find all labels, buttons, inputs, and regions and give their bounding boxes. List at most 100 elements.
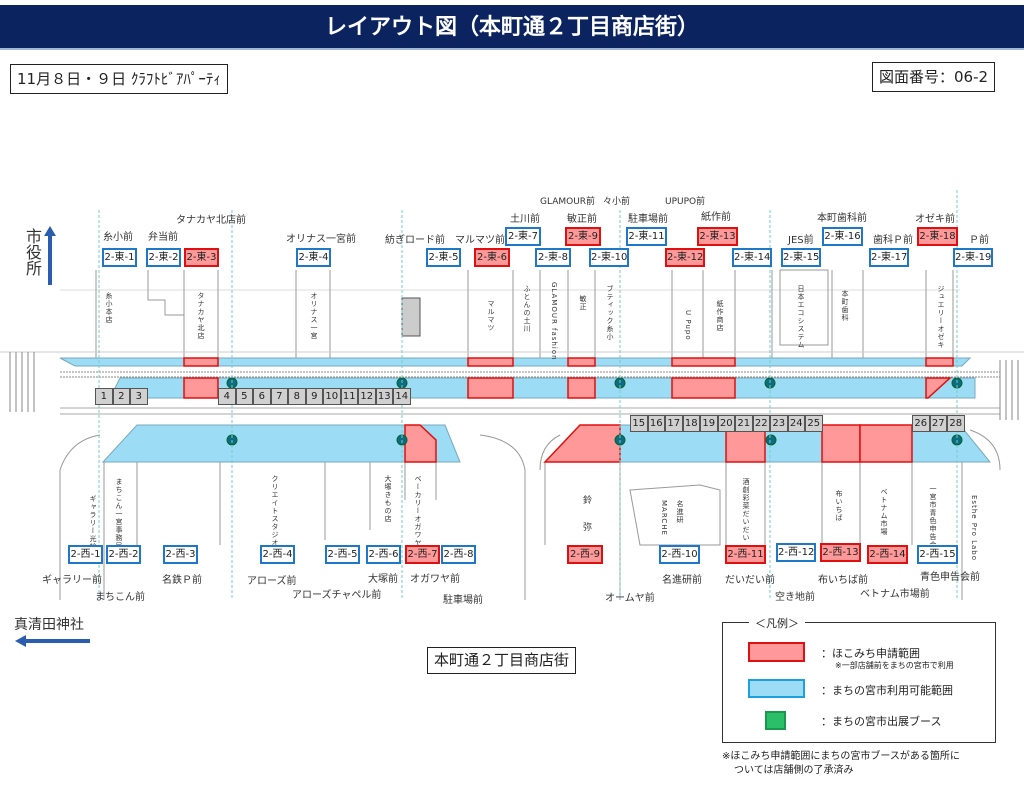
east-zone-7[interactable]: 2-東-7 bbox=[505, 227, 541, 246]
east-zone-12[interactable]: 2-東-12 bbox=[665, 248, 705, 267]
stall-15: 15 bbox=[630, 415, 648, 432]
west-zone-11[interactable]: 2-西-11 bbox=[725, 545, 766, 564]
page-title: レイアウト図（本町通２丁目商店街） bbox=[0, 5, 1024, 50]
building-label: 敏正 bbox=[579, 295, 587, 311]
east-zone-11[interactable]: 2-東-11 bbox=[626, 227, 667, 246]
east-zone-4[interactable]: 2-東-4 bbox=[296, 248, 331, 267]
building-label: 本町歯科 bbox=[841, 290, 849, 322]
east-zone-6[interactable]: 2-東-6 bbox=[474, 248, 510, 267]
shop-name: タナカヤ北店前 bbox=[176, 215, 246, 226]
stall-6: 6 bbox=[253, 388, 271, 405]
shop-name: 青色申告会前 bbox=[920, 572, 980, 583]
shop-name: JES前 bbox=[788, 235, 814, 246]
building-label: オリナス一宮 bbox=[310, 292, 318, 340]
building-label: 日本エコシステム bbox=[797, 285, 805, 349]
shop-name: まちこん前 bbox=[95, 592, 145, 603]
stall-17: 17 bbox=[665, 415, 683, 432]
shop-name: アローズ前 bbox=[247, 576, 297, 587]
shrine-label: 真清田神社 bbox=[14, 617, 84, 633]
east-zone-16[interactable]: 2-東-16 bbox=[822, 227, 863, 246]
east-zone-5[interactable]: 2-東-5 bbox=[426, 248, 461, 267]
shop-name: 名進研前 bbox=[662, 575, 702, 586]
west-zone-6[interactable]: 2-西-6 bbox=[366, 545, 401, 564]
east-zone-2[interactable]: 2-東-2 bbox=[146, 248, 181, 267]
shop-name: 糸小前 bbox=[103, 232, 133, 243]
west-zone-7[interactable]: 2-西-7 bbox=[405, 545, 440, 564]
east-zone-1[interactable]: 2-東-1 bbox=[102, 248, 137, 267]
shop-name: ベトナム市場前 bbox=[860, 589, 930, 600]
shop-name: 大塚前 bbox=[368, 574, 398, 585]
legend-red-note: ※一部店舗前をまちの宮市で利用 bbox=[835, 661, 954, 670]
west-zone-2[interactable]: 2-西-2 bbox=[106, 545, 141, 564]
legend-red-label: ：ほこみち申請範囲 bbox=[821, 647, 920, 660]
west-zone-5[interactable]: 2-西-5 bbox=[325, 545, 360, 564]
west-zone-10[interactable]: 2-西-10 bbox=[659, 545, 700, 564]
west-zone-13[interactable]: 2-西-13 bbox=[820, 543, 861, 562]
east-zone-18[interactable]: 2-東-18 bbox=[917, 227, 958, 246]
stall-25: 25 bbox=[805, 415, 823, 432]
shop-name: 駐車場前 bbox=[628, 214, 668, 225]
legend-green-label: ：まちの宮市出展ブース bbox=[821, 715, 942, 728]
east-zone-3[interactable]: 2-東-3 bbox=[184, 248, 219, 267]
east-zone-15[interactable]: 2-東-15 bbox=[781, 248, 821, 267]
date-label: 11月８日・９日 ｸﾗﾌﾄﾋﾞｱﾊﾟｰﾃｨ bbox=[10, 64, 228, 94]
shop-name: 敏正前 bbox=[567, 214, 597, 225]
shop-name: 空き地前 bbox=[775, 592, 815, 603]
stall-22: 22 bbox=[752, 415, 770, 432]
shop-name: 々小前 bbox=[603, 197, 631, 207]
stall-28: 28 bbox=[947, 415, 965, 432]
east-zone-10[interactable]: 2-東-10 bbox=[589, 248, 629, 267]
east-zone-14[interactable]: 2-東-14 bbox=[732, 248, 772, 267]
shop-name: マルマツ前 bbox=[455, 235, 505, 246]
building-label: ギャラリー光輪 bbox=[89, 495, 97, 551]
west-zone-1[interactable]: 2-西-1 bbox=[68, 545, 103, 564]
red-area bbox=[183, 357, 954, 463]
shop-name: 名鉄Ｐ前 bbox=[162, 575, 202, 586]
east-zone-19[interactable]: 2-東-19 bbox=[953, 248, 993, 267]
east-zone-17[interactable]: 2-東-17 bbox=[869, 248, 909, 267]
stall-4: 4 bbox=[218, 388, 236, 405]
building-label: クリエイトスタジオ bbox=[271, 475, 279, 547]
stall-2: 2 bbox=[112, 388, 130, 405]
shop-name: UPUPO前 bbox=[665, 197, 706, 207]
stall-27: 27 bbox=[929, 415, 947, 432]
building-label: 鈴弥 bbox=[581, 495, 591, 549]
west-zone-14[interactable]: 2-西-14 bbox=[867, 545, 908, 564]
building-label: まちこん一宮事務局 bbox=[115, 478, 123, 550]
shop-name: オームヤ前 bbox=[605, 593, 655, 604]
shop-name: オガワヤ前 bbox=[410, 574, 460, 585]
building-label: MARCHE bbox=[660, 500, 668, 536]
stall-24: 24 bbox=[787, 415, 805, 432]
shop-name: オゼキ前 bbox=[915, 214, 955, 225]
stall-21: 21 bbox=[735, 415, 753, 432]
stall-11: 11 bbox=[340, 388, 358, 405]
east-zone-9[interactable]: 2-東-9 bbox=[565, 227, 601, 246]
footnote: ※ほこみち申請範囲にまちの宮市ブースがある箇所に bbox=[722, 751, 960, 762]
shop-name: ギャラリー前 bbox=[42, 575, 102, 586]
city-hall-label: 市役所 bbox=[23, 228, 42, 276]
stall-19: 19 bbox=[700, 415, 718, 432]
west-zone-15[interactable]: 2-西-15 bbox=[917, 545, 958, 564]
building-label: ブティック糸小 bbox=[606, 285, 614, 341]
west-zone-8[interactable]: 2-西-8 bbox=[441, 545, 476, 564]
west-zone-9[interactable]: 2-西-9 bbox=[567, 545, 603, 564]
building-label: マルマツ bbox=[487, 300, 495, 332]
building-label: 一宮市青色申告会 bbox=[929, 485, 937, 549]
east-zone-8[interactable]: 2-東-8 bbox=[535, 248, 571, 267]
stall-9: 9 bbox=[305, 388, 323, 405]
east-zone-13[interactable]: 2-東-13 bbox=[697, 227, 738, 246]
legend-green-swatch bbox=[765, 711, 786, 730]
west-zone-12[interactable]: 2-西-12 bbox=[776, 543, 816, 562]
building-label: ベトナム市場 bbox=[880, 488, 888, 536]
west-zone-4[interactable]: 2-西-4 bbox=[260, 545, 295, 564]
legend: ＜凡例＞ ：ほこみち申請範囲 ※一部店舗前をまちの宮市で利用 ：まちの宮市利用可… bbox=[722, 615, 996, 743]
stall-7: 7 bbox=[270, 388, 288, 405]
west-zone-3[interactable]: 2-西-3 bbox=[163, 545, 198, 564]
stall-10: 10 bbox=[323, 388, 341, 405]
building-label: 酒創彩菜だいだい bbox=[742, 478, 750, 542]
shop-name: Ｐ前 bbox=[969, 235, 989, 246]
shop-name: 本町歯科前 bbox=[817, 213, 867, 224]
legend-blue-swatch bbox=[748, 679, 805, 698]
shop-name: 弁当前 bbox=[148, 232, 178, 243]
shop-name: GLAMOUR前 bbox=[540, 197, 596, 207]
